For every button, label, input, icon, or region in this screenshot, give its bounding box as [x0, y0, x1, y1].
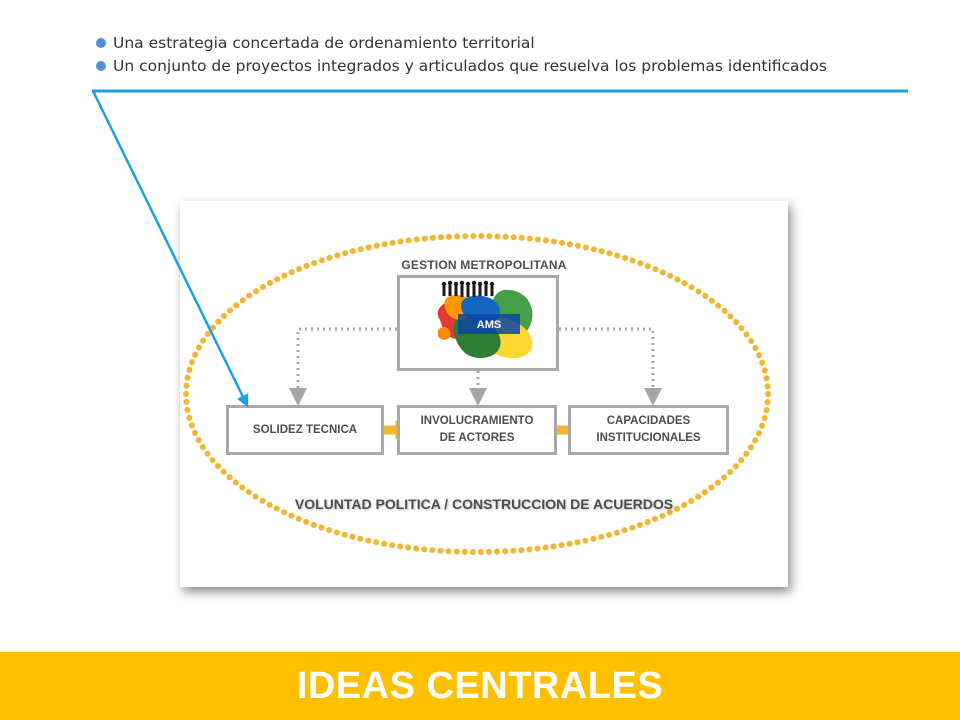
bullet-text: Una estrategia concertada de ordenamient… [113, 33, 535, 52]
solidez-tecnica-box: SOLIDEZ TECNICA [226, 405, 384, 455]
gestion-metropolitana-box: AMS [397, 275, 559, 371]
dashed-connectors [289, 327, 662, 406]
box-label: DE ACTORES [439, 432, 515, 444]
ams-label: AMS [477, 319, 501, 331]
capacidades-institucionales-box: CAPACIDADES INSTITUCIONALES [568, 405, 729, 455]
box-label: CAPACIDADES [606, 415, 691, 427]
pointer-arrow [91, 90, 249, 408]
ams-logo: AMS [437, 280, 533, 359]
diagram-footer-label: VOLUNTAD POLITICA / CONSTRUCCION DE ACUE… [294, 496, 674, 512]
diagram-title: GESTION METROPOLITANA [401, 258, 567, 272]
box-label: INSTITUCIONALES [596, 432, 701, 444]
bullet-item: Una estrategia concertada de ordenamient… [96, 31, 926, 54]
involucramiento-actores-box: INVOLUCRAMIENTO DE ACTORES [397, 405, 557, 455]
bullet-dot-icon [96, 60, 106, 71]
title-banner: IDEAS CENTRALES [0, 652, 960, 720]
box-label: SOLIDEZ TECNICA [252, 423, 358, 436]
bullet-item: Un conjunto de proyectos integrados y ar… [96, 54, 926, 77]
banner-title: IDEAS CENTRALES [296, 664, 664, 707]
diagram-figure: GESTION METROPOLITANA [180, 201, 788, 587]
bullet-dot-icon [96, 37, 106, 48]
box-label: INVOLUCRAMIENTO [420, 415, 534, 427]
bullet-text: Un conjunto de proyectos integrados y ar… [113, 56, 827, 75]
bullet-list: Una estrategia concertada de ordenamient… [96, 31, 926, 77]
dotted-ellipse [183, 233, 771, 555]
